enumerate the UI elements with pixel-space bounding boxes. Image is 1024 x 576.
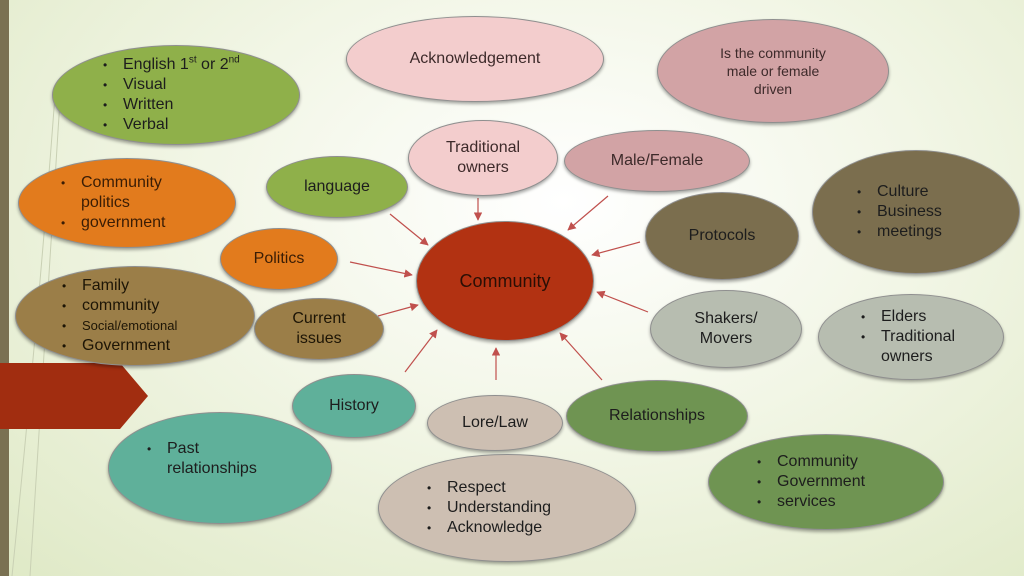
relationships-label: Relationships (608, 407, 706, 424)
community-center-node: Community (416, 221, 594, 341)
culture-node: Culture Business meetings (812, 150, 1020, 274)
community-politics-item: government (61, 213, 165, 233)
family-list-item: community (62, 296, 177, 316)
family-node: Family community Social/emotional Govern… (15, 266, 255, 366)
community-government-item: services (757, 492, 865, 512)
red-arrow-shape (0, 363, 148, 429)
elders-list-item: Traditional owners (861, 327, 955, 367)
english-list-item: Written (103, 95, 240, 115)
arrow-male-female (567, 195, 609, 231)
community-government-item: Community (757, 452, 865, 472)
english-list-item: Verbal (103, 115, 240, 135)
politics-node: Politics (220, 228, 338, 290)
past-relationships-item: Past relationships (147, 439, 257, 479)
respect-list: Respect Understanding Acknowledge (425, 478, 551, 538)
past-relationships-node: Past relationships (108, 412, 332, 524)
respect-list-item: Understanding (427, 498, 551, 518)
traditional-owners-label: Traditional owners (445, 139, 521, 176)
protocols-label: Protocols (688, 227, 756, 244)
community-label: Community (459, 271, 551, 291)
english-list-item: English 1st or 2nd (103, 55, 240, 75)
relationships-node: Relationships (566, 380, 748, 452)
family-list-item: Family (62, 276, 177, 296)
arrow-politics (349, 261, 413, 278)
arrow-history (404, 329, 438, 373)
family-list: Family community Social/emotional Govern… (60, 276, 177, 356)
shakers-movers-label: Shakers/ Movers (694, 310, 758, 347)
current-issues-node: Current issues (254, 298, 384, 360)
culture-list-item: meetings (857, 222, 942, 242)
culture-list-item: Culture (857, 182, 942, 202)
traditional-owners-node: Traditional owners (408, 120, 558, 196)
culture-list: Culture Business meetings (855, 182, 942, 242)
male-female-node: Male/Female (564, 130, 750, 192)
english-node: English 1st or 2nd Visual Written Verbal (52, 45, 300, 145)
respect-node: Respect Understanding Acknowledge (378, 454, 636, 562)
side-accent-bar (0, 0, 9, 576)
past-relationships-list: Past relationships (145, 439, 257, 479)
lore-law-label: Lore/Law (462, 414, 528, 431)
language-node: language (266, 156, 408, 218)
lore-law-node: Lore/Law (427, 395, 563, 451)
history-node: History (292, 374, 416, 438)
protocols-node: Protocols (645, 192, 799, 280)
community-gender-driven-node: Is the community male or female driven (657, 19, 889, 123)
english-list-item: Visual (103, 75, 240, 95)
community-politics-list: Community politics government (59, 173, 166, 233)
arrow-shakers (596, 290, 649, 313)
community-politics-item: Community politics (61, 173, 166, 213)
shakers-movers-node: Shakers/ Movers (650, 290, 802, 368)
family-list-item: Social/emotional (62, 316, 177, 336)
history-label: History (329, 397, 379, 414)
community-government-item: Government (757, 472, 865, 492)
culture-list-item: Business (857, 202, 942, 222)
community-gender-driven-label: Is the community male or female driven (720, 45, 826, 97)
arrow-current-issues (377, 302, 419, 317)
elders-node: Elders Traditional owners (818, 294, 1004, 380)
respect-list-item: Respect (427, 478, 551, 498)
arrow-protocols (591, 241, 641, 258)
male-female-label: Male/Female (610, 152, 704, 169)
community-government-node: Community Government services (708, 434, 944, 530)
elders-list: Elders Traditional owners (859, 307, 955, 367)
elders-list-item: Elders (861, 307, 955, 327)
language-label: language (304, 178, 370, 195)
current-issues-label: Current issues (292, 310, 346, 347)
respect-list-item: Acknowledge (427, 518, 551, 538)
english-list: English 1st or 2nd Visual Written Verbal (101, 55, 240, 135)
family-list-item: Government (62, 336, 177, 356)
arrow-language (389, 213, 429, 246)
arrow-relationships (559, 332, 603, 381)
acknowledgement-label: Acknowledgement (409, 50, 541, 67)
community-government-list: Community Government services (755, 452, 865, 512)
community-politics-node: Community politics government (18, 158, 236, 248)
acknowledgement-node: Acknowledgement (346, 16, 604, 102)
politics-label: Politics (253, 250, 305, 267)
